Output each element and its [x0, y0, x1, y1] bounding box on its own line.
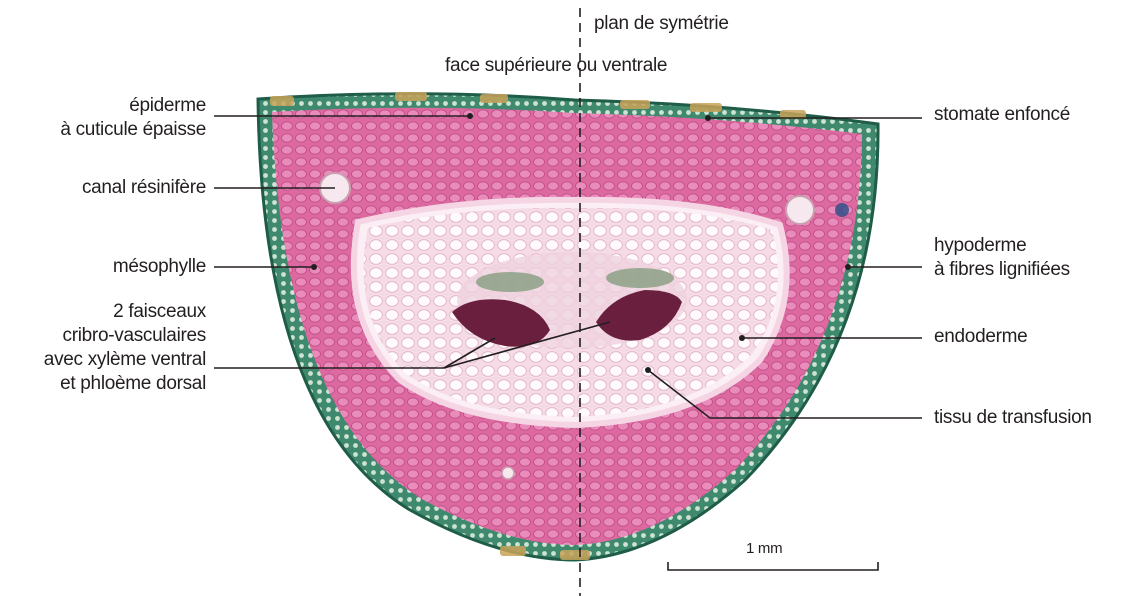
- resin-canal-label: canal résinifère: [82, 176, 206, 200]
- bundles-label-line3: avec xylème ventral: [44, 348, 206, 372]
- xylem-green-left: [476, 272, 544, 292]
- scale-bar-label: 1 mm: [746, 537, 782, 561]
- bundles-label-line4: et phloème dorsal: [44, 372, 206, 396]
- upper-face-label: face supérieure ou ventrale: [445, 54, 667, 78]
- blue-stain: [835, 203, 849, 217]
- epidermis-label-line1: épiderme: [60, 94, 206, 118]
- bundles-label: 2 faisceaux cribro-vasculaires avec xylè…: [44, 300, 206, 396]
- symmetry-plane-label: plan de symétrie: [594, 12, 729, 36]
- xylem-green-right: [606, 268, 674, 288]
- bundles-label-line1: 2 faisceaux: [44, 300, 206, 324]
- epidermis-label: épiderme à cuticule épaisse: [60, 94, 206, 142]
- epidermis-label-line2: à cuticule épaisse: [60, 118, 206, 142]
- transfusion-label: tissu de transfusion: [934, 406, 1092, 430]
- small-canal: [502, 467, 514, 479]
- mesophyll-label: mésophylle: [113, 255, 206, 279]
- bundles-label-line2: cribro-vasculaires: [44, 324, 206, 348]
- hypodermis-label-line1: hypoderme: [934, 234, 1070, 258]
- endodermis-label: endoderme: [934, 325, 1027, 349]
- resin-canal-right: [786, 196, 814, 224]
- hypodermis-label-line2: à fibres lignifiées: [934, 258, 1070, 282]
- hypodermis-label: hypoderme à fibres lignifiées: [934, 234, 1070, 282]
- stomate-label: stomate enfoncé: [934, 103, 1070, 127]
- scale-bar: [668, 562, 878, 570]
